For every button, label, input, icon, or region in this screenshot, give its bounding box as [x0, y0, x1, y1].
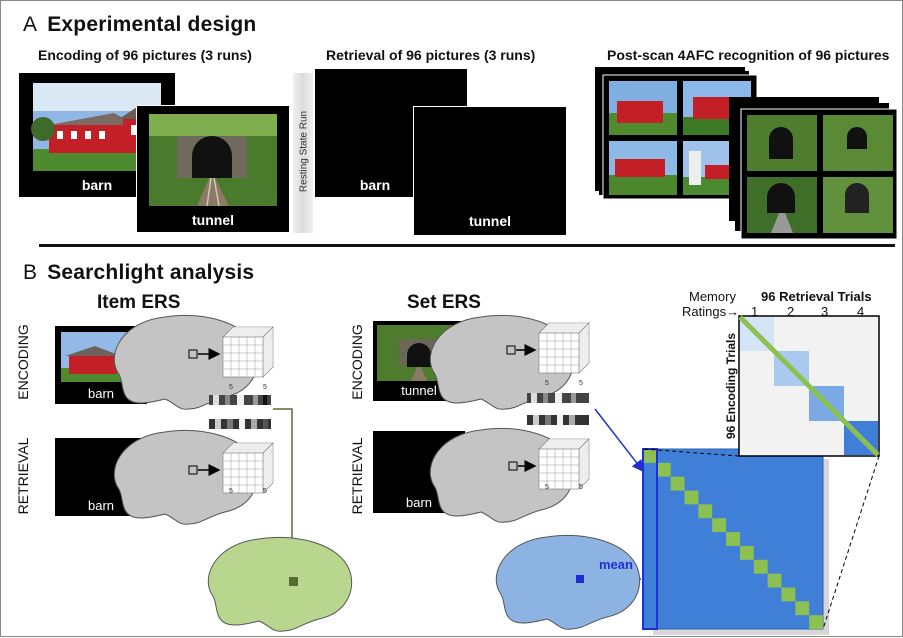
diagonal-cell — [809, 615, 823, 629]
svg-text:5: 5 — [263, 384, 267, 391]
encoding-tunnel-frame: tunnel — [136, 105, 290, 233]
diagonal-cell — [739, 545, 754, 560]
encoding-trials-label: 96 Encoding Trials — [724, 332, 738, 440]
tunnel-caption: tunnel — [192, 212, 234, 228]
resting-state-bar — [293, 73, 313, 233]
set-tunnel-caption: tunnel — [401, 383, 437, 398]
svg-text:5: 5 — [263, 488, 267, 495]
section-divider — [39, 244, 895, 247]
diagonal-cell — [726, 532, 740, 546]
diagonal-cell — [767, 573, 782, 588]
retrieval-header: Retrieval of 96 pictures (3 runs) — [326, 47, 536, 63]
diagonal-cell — [656, 462, 671, 477]
retrieval-tunnel-caption: tunnel — [469, 213, 511, 229]
diagonal-cell — [643, 449, 657, 463]
rating-3: 3 — [821, 304, 829, 319]
item-retrieval-caption: barn — [87, 498, 115, 513]
svg-text:5: 5 — [545, 484, 549, 491]
rating-4: 4 — [857, 304, 865, 319]
item-result-brain — [207, 536, 353, 632]
item-pattern-bars — [209, 395, 271, 429]
item-barn-caption: barn — [87, 386, 115, 401]
diagonal-cell — [670, 476, 685, 491]
diagonal-cell — [753, 559, 768, 574]
memory-label: Memory — [689, 289, 736, 304]
postscan-header: Post-scan 4AFC recognition of 96 picture… — [607, 47, 890, 63]
set-result-brain — [495, 534, 641, 630]
retrieval-trials-label: 96 Retrieval Trials — [761, 289, 872, 304]
mean-column — [642, 448, 658, 630]
ratings-label: Ratings→ — [682, 304, 740, 319]
diagonal-cell — [795, 601, 810, 616]
rating-2: 2 — [787, 304, 795, 319]
encoding-header: Encoding of 96 pictures (3 runs) — [38, 47, 252, 63]
diagonal-cell — [684, 490, 699, 505]
svg-text:5: 5 — [579, 484, 583, 491]
svg-text:5: 5 — [229, 384, 233, 391]
mean-label: mean — [599, 557, 633, 572]
svg-text:5: 5 — [229, 488, 233, 495]
item-ers-title: Item ERS — [97, 292, 181, 313]
diagonal-cell — [698, 504, 713, 519]
set-ers-title: Set ERS — [407, 292, 481, 313]
matrix-diagonal — [643, 449, 823, 629]
svg-text:5: 5 — [545, 380, 549, 387]
set-pattern-bars — [527, 393, 589, 425]
diagonal-cell — [781, 587, 796, 602]
retrieval-barn-caption: barn — [359, 177, 391, 193]
retrieval-tunnel-frame: tunnel — [413, 106, 567, 236]
barn-caption: barn — [81, 177, 113, 193]
svg-text:5: 5 — [579, 380, 583, 387]
tunnel-photo — [149, 114, 277, 207]
postscan-4afc-panels — [595, 67, 898, 239]
set-retrieval-caption: barn — [405, 495, 433, 510]
rating-1: 1 — [751, 304, 759, 319]
diagonal-cell — [712, 518, 727, 533]
